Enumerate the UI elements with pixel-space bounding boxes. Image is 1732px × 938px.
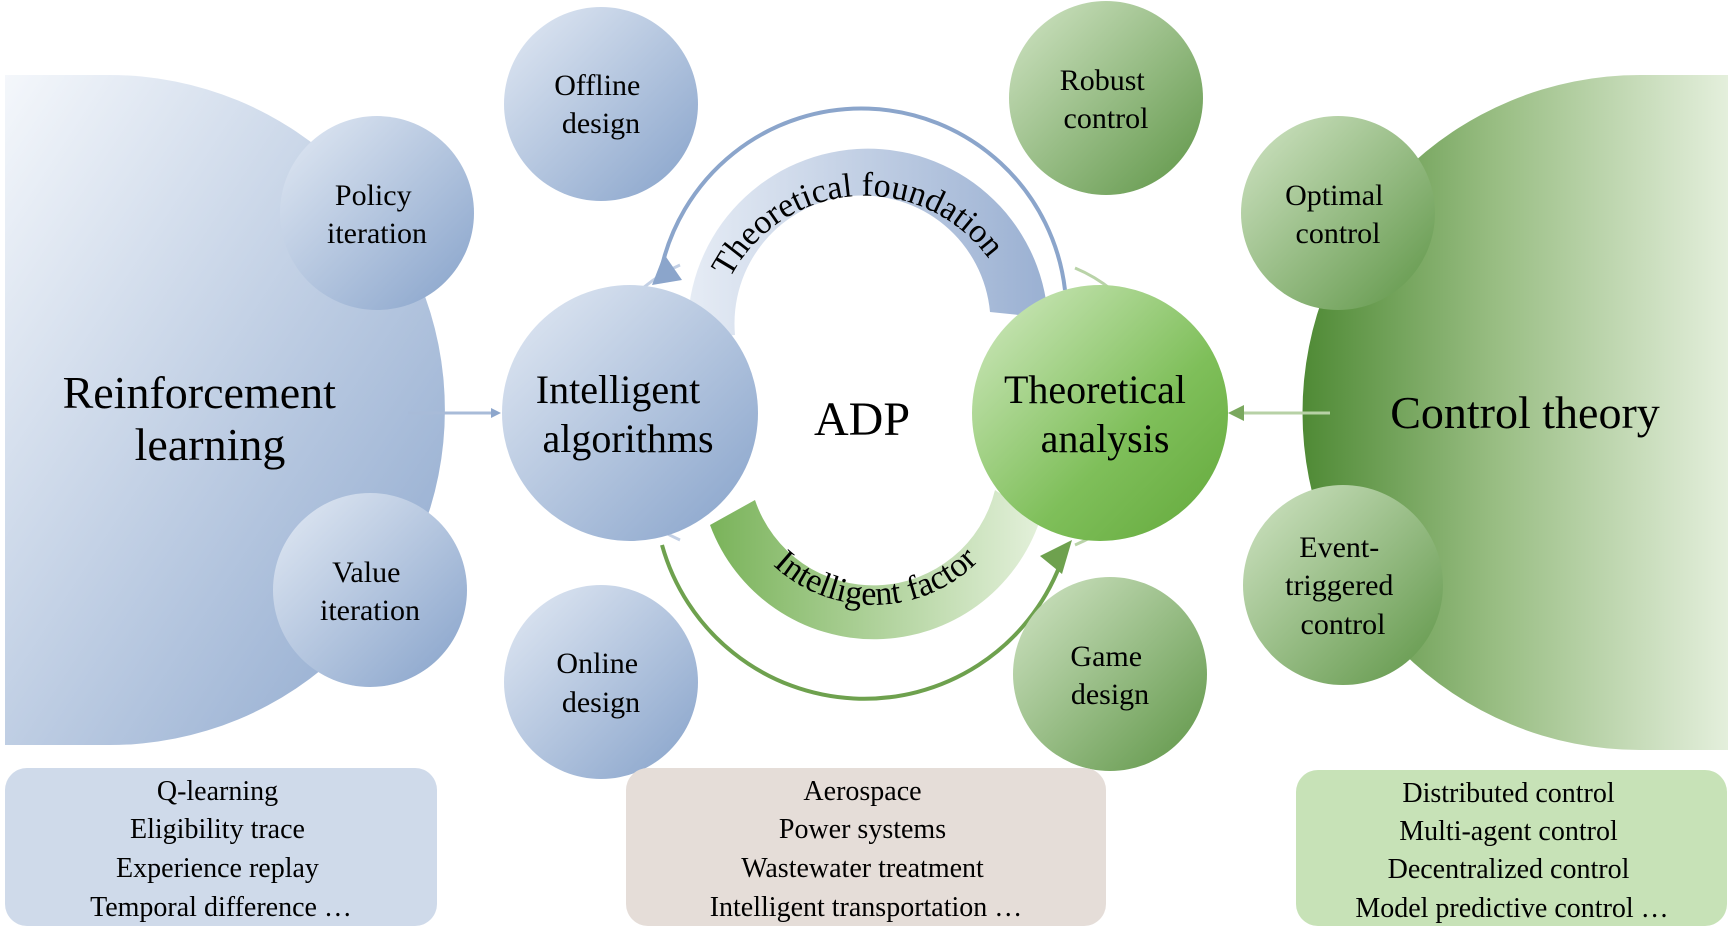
theoretical-foundation-arrowhead — [652, 254, 682, 285]
event-triggered-control-bubble — [1243, 485, 1443, 685]
optimal-control-bubble — [1241, 116, 1435, 310]
event-triggered-control-label: Event- triggered control — [1285, 531, 1401, 641]
theoretical-foundation-band — [687, 148, 1048, 340]
theoretical-analysis-label: Theoretical analysis — [1004, 367, 1196, 461]
robust-control-label: Robust control — [1060, 64, 1153, 135]
control-theory-label: Control theory — [1390, 387, 1660, 438]
value-iteration-label: Value iteration — [320, 556, 420, 627]
theoretical-analysis-hub — [972, 285, 1228, 541]
rl-methods-box — [5, 768, 437, 926]
offline-design-label: Offline design — [554, 69, 648, 140]
control-methods-list: Distributed control Multi-agent control … — [1355, 778, 1668, 924]
optimal-control-label: Optimal control — [1285, 179, 1391, 250]
online-design-label: Online design — [556, 647, 645, 719]
intelligent-factor-arrow — [660, 544, 1062, 701]
reinforcement-learning-label: Reinforcement learning — [63, 367, 348, 470]
game-design-label: Game design — [1070, 640, 1149, 711]
robust-control-bubble — [1009, 1, 1203, 195]
applications-box — [626, 768, 1106, 926]
applications-list: Aerospace Power systems Wastewater treat… — [710, 776, 1023, 923]
intelligent-algorithms-label: Intelligent algorithms — [536, 367, 714, 461]
rl-methods-list: Q-learning Eligibility trace Experience … — [90, 776, 352, 923]
online-design-bubble — [504, 585, 698, 779]
theoretical-foundation-arrow — [658, 106, 1067, 291]
game-design-bubble — [1013, 577, 1207, 771]
value-iteration-bubble — [273, 493, 467, 687]
adp-label: ADP — [814, 393, 910, 446]
intelligent-algorithms-hub — [502, 285, 758, 541]
intelligent-factor-arrowhead — [1040, 540, 1072, 574]
policy-iteration-bubble — [280, 116, 474, 310]
control-methods-box — [1296, 770, 1727, 926]
right-connector-arrowhead — [1228, 405, 1244, 421]
policy-iteration-label: Policy iteration — [327, 179, 427, 250]
offline-design-bubble — [504, 7, 698, 201]
intelligent-factor-band — [710, 490, 1040, 640]
